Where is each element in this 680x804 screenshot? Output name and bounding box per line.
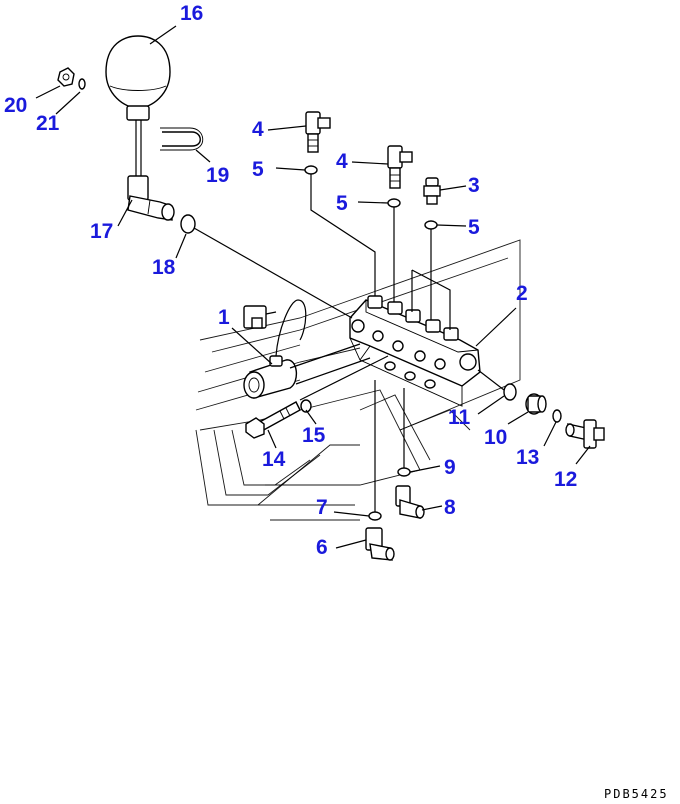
part-5-oring-a	[304, 165, 318, 175]
callout-3: 3	[468, 174, 480, 197]
callout-11: 11	[448, 406, 471, 429]
callout-18: 18	[152, 256, 176, 279]
part-7-oring	[368, 511, 382, 521]
callout-21: 21	[36, 112, 60, 135]
part-13-oring	[552, 409, 562, 423]
callout-5-a: 5	[252, 158, 264, 181]
callout-leaders	[35, 25, 591, 549]
part-16-knob	[105, 35, 171, 180]
callout-19: 19	[206, 164, 229, 187]
part-14-bolt	[245, 401, 301, 439]
part-18-oring	[180, 214, 196, 234]
part-12-tee	[565, 419, 605, 449]
part-5-oring-c	[424, 220, 438, 230]
callout-20: 20	[4, 94, 27, 117]
callout-8: 8	[444, 496, 456, 519]
callout-5-c: 5	[468, 216, 480, 239]
callout-13: 13	[516, 446, 539, 469]
callout-4-middle: 4	[336, 150, 348, 173]
part-20-nut	[57, 67, 75, 87]
callout-4-upper: 4	[252, 118, 264, 141]
part-11-oring	[503, 383, 517, 401]
part-5-oring-b	[387, 198, 401, 208]
callout-14: 14	[262, 448, 286, 471]
part-6-elbow	[365, 527, 395, 561]
part-4-fitting-middle	[387, 145, 413, 189]
callout-5-b: 5	[336, 192, 348, 215]
assembly-lines	[193, 174, 505, 512]
callout-7: 7	[316, 496, 328, 519]
drawing-code: PDB5425	[604, 787, 669, 801]
part-3-fitting	[423, 177, 441, 205]
callout-1: 1	[218, 306, 230, 329]
callout-16: 16	[180, 2, 203, 25]
part-1-solenoid	[243, 299, 307, 399]
part-2-valve-block	[349, 295, 481, 407]
callout-2: 2	[516, 282, 528, 305]
callout-10: 10	[484, 426, 507, 449]
callout-9: 9	[444, 456, 456, 479]
part-10-plug	[525, 393, 547, 415]
part-15-washer	[300, 399, 312, 413]
part-19-pin	[160, 127, 204, 151]
callout-15: 15	[302, 424, 326, 447]
part-9-oring	[397, 467, 411, 477]
part-17-elbow	[127, 175, 175, 221]
callout-6: 6	[316, 536, 328, 559]
part-8-elbow	[395, 485, 425, 519]
callout-12: 12	[554, 468, 577, 491]
part-21-washer	[78, 78, 86, 90]
callout-17: 17	[90, 220, 113, 243]
part-4-fitting-upper	[305, 111, 331, 153]
